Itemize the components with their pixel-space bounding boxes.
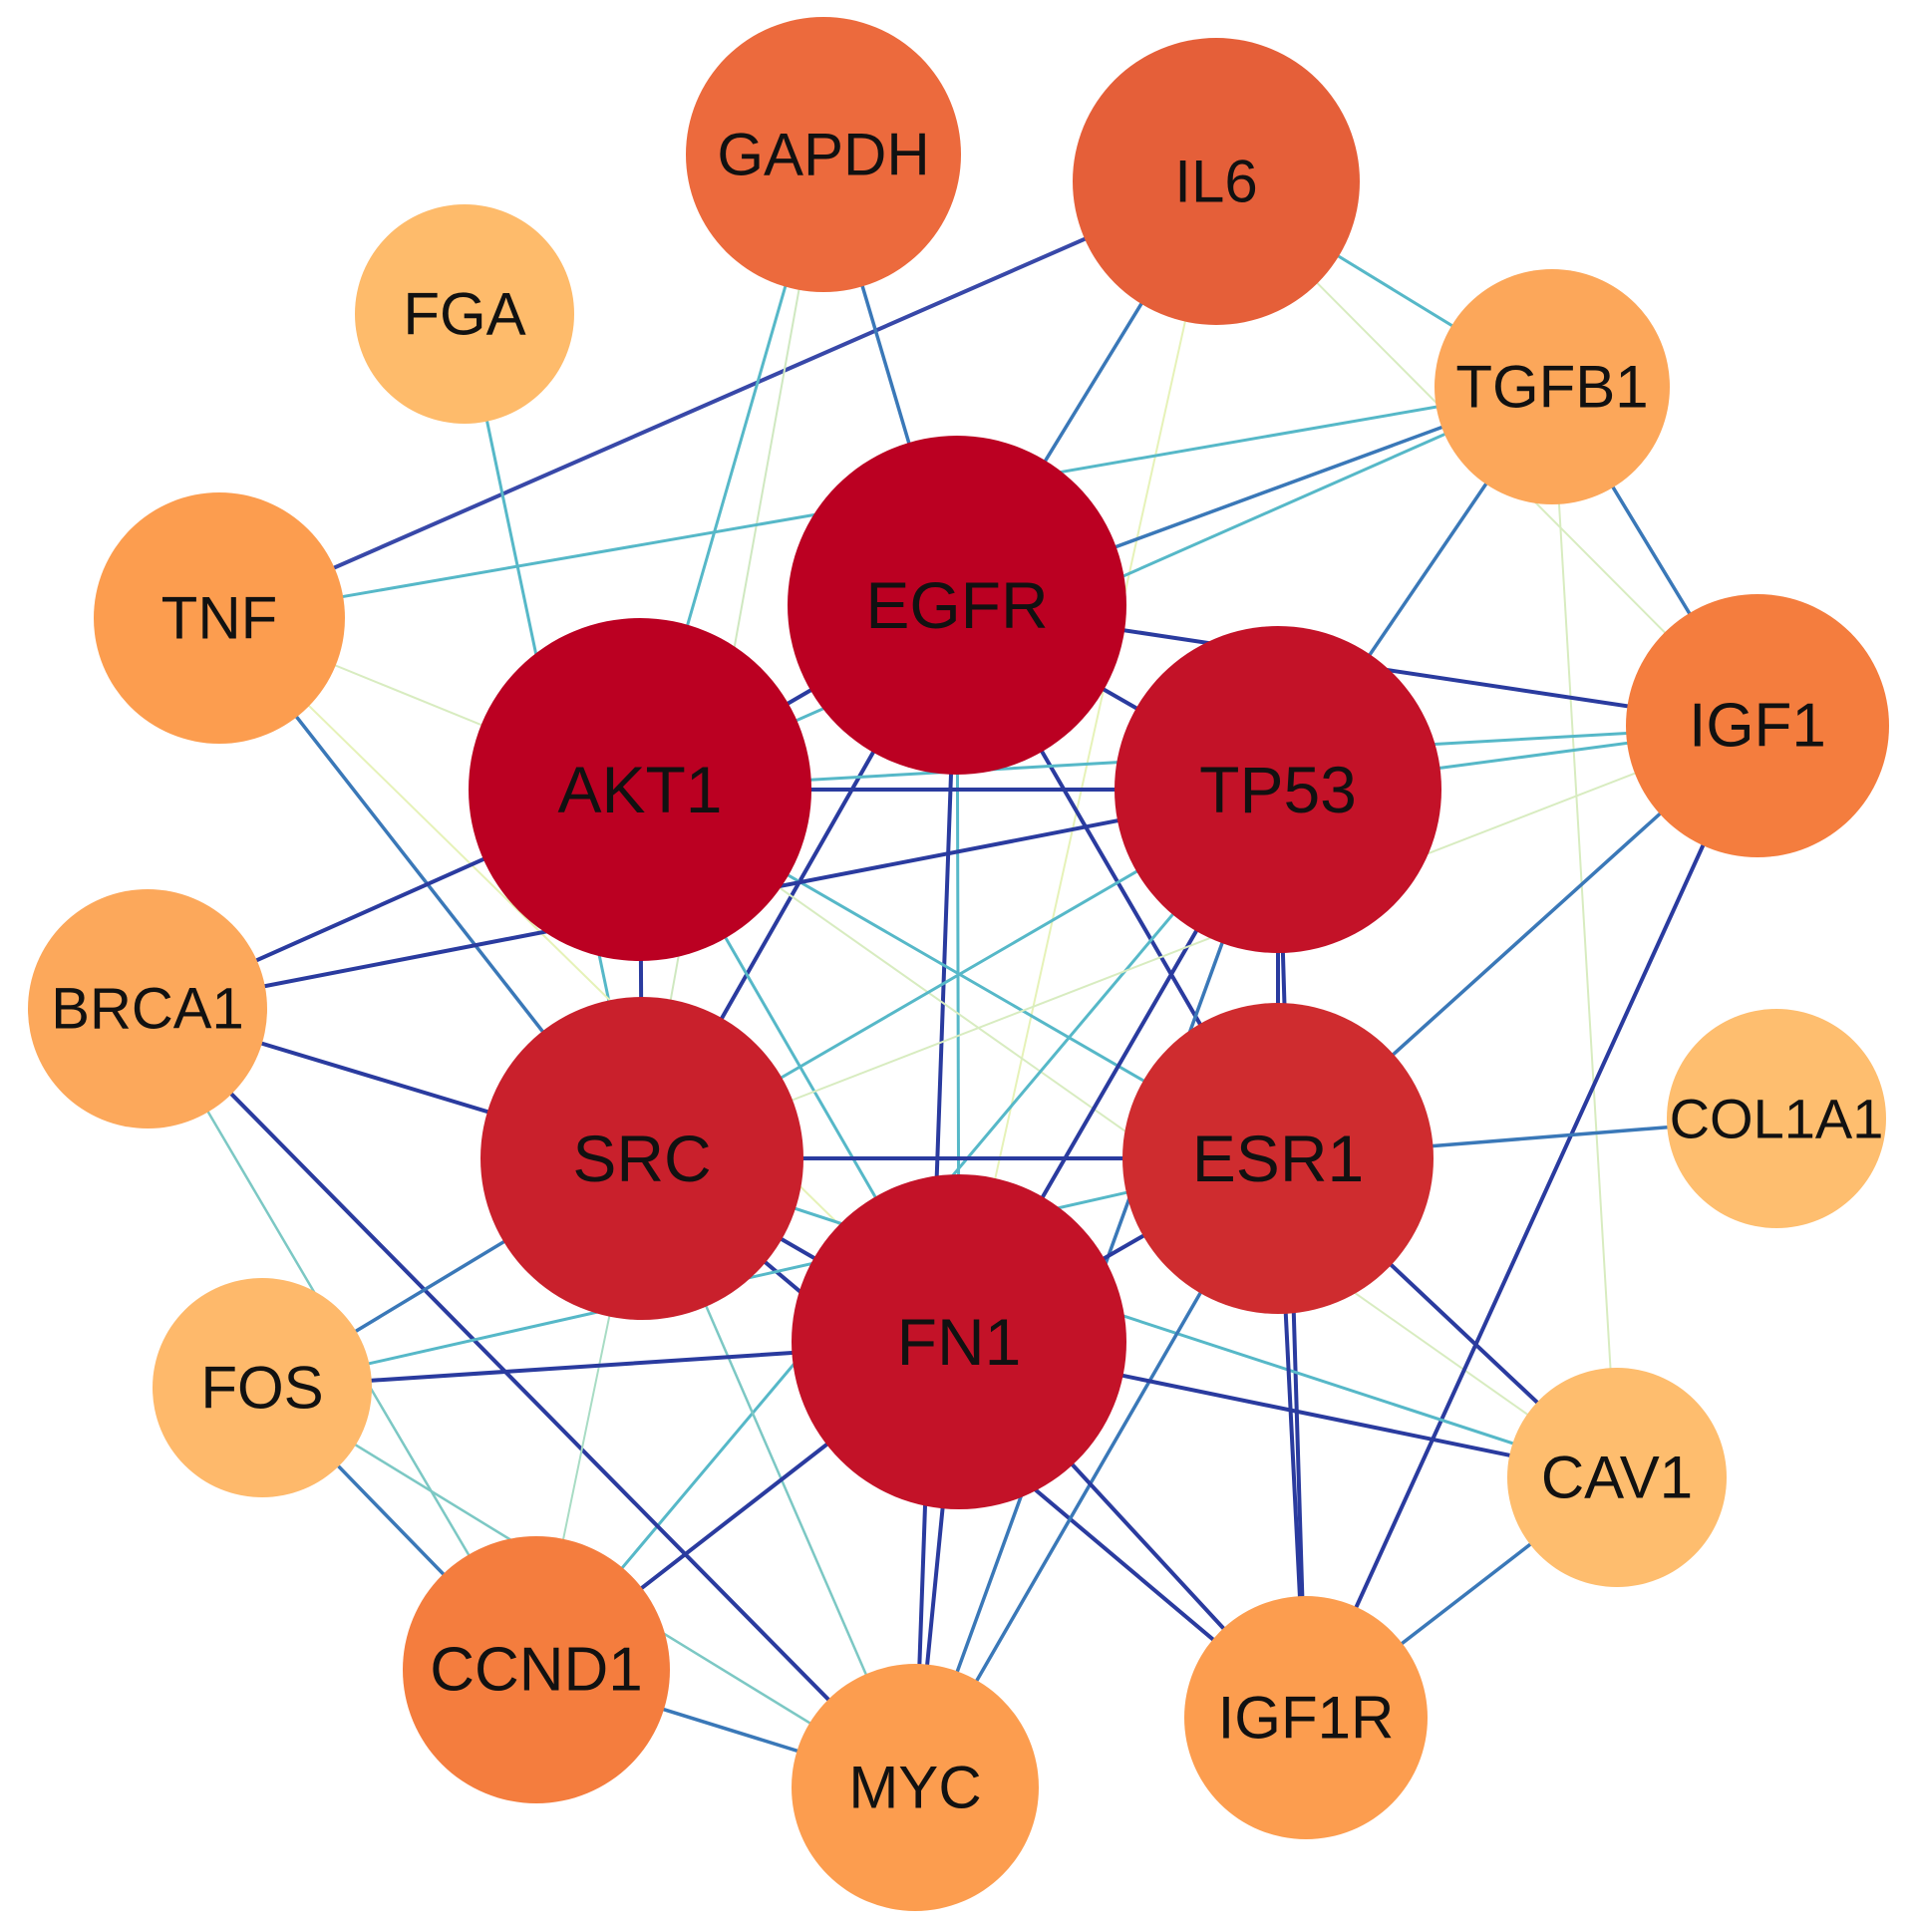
node-circle xyxy=(1184,1596,1428,1839)
node-label: TNF xyxy=(161,585,278,652)
node-ccnd1[interactable]: CCND1 xyxy=(403,1536,670,1803)
edge-igf1-src xyxy=(641,725,1758,1159)
node-label: FGA xyxy=(403,281,525,348)
node-akt1[interactable]: AKT1 xyxy=(469,618,811,961)
node-src[interactable]: SRC xyxy=(480,997,803,1320)
edge-il6-fn1 xyxy=(958,180,1217,1343)
node-label: FOS xyxy=(200,1355,323,1422)
edge-igf1-igf1r xyxy=(1304,724,1759,1720)
node-tp53[interactable]: TP53 xyxy=(1115,626,1441,953)
edge-brca1-myc xyxy=(146,1007,917,1789)
node-myc[interactable]: MYC xyxy=(792,1664,1039,1911)
node-label: GAPDH xyxy=(717,122,929,188)
node-label: SRC xyxy=(572,1122,711,1195)
node-label: CCND1 xyxy=(430,1636,643,1705)
node-circle xyxy=(469,618,811,961)
node-circle xyxy=(403,1536,670,1803)
edge-src-cav1 xyxy=(640,1156,1619,1479)
node-igf1r[interactable]: IGF1R xyxy=(1184,1596,1428,1839)
node-esr1[interactable]: ESR1 xyxy=(1122,1003,1434,1314)
node-circle xyxy=(153,1278,372,1497)
node-circle xyxy=(1115,626,1441,953)
node-label: EGFR xyxy=(865,568,1048,642)
node-col1a1[interactable]: COL1A1 xyxy=(1667,1009,1886,1228)
edge-esr1-fos xyxy=(260,1156,1280,1390)
node-label: FN1 xyxy=(897,1305,1022,1379)
edge-tgfb1-cav1 xyxy=(1551,386,1618,1478)
node-label: TP53 xyxy=(1199,753,1357,826)
node-label: ESR1 xyxy=(1192,1122,1364,1195)
node-label: MYC xyxy=(848,1755,981,1821)
node-circle xyxy=(686,17,961,292)
node-circle xyxy=(1507,1368,1727,1587)
node-label: COL1A1 xyxy=(1670,1088,1884,1150)
node-circle xyxy=(1435,269,1670,504)
node-circle xyxy=(355,204,574,424)
node-circle xyxy=(792,1174,1126,1509)
node-label: TGFB1 xyxy=(1455,354,1648,421)
node-circle xyxy=(1626,594,1889,857)
node-label: AKT1 xyxy=(557,753,722,826)
node-label: IGF1 xyxy=(1689,692,1826,761)
node-fn1[interactable]: FN1 xyxy=(792,1174,1126,1509)
edge-il6-tnf xyxy=(217,179,1218,620)
node-label: CAV1 xyxy=(1541,1445,1693,1511)
node-tgfb1[interactable]: TGFB1 xyxy=(1435,269,1670,504)
node-circle xyxy=(792,1664,1039,1911)
node-brca1[interactable]: BRCA1 xyxy=(28,889,267,1128)
node-label: BRCA1 xyxy=(51,977,243,1042)
node-gapdh[interactable]: GAPDH xyxy=(686,17,961,292)
node-cav1[interactable]: CAV1 xyxy=(1507,1368,1727,1587)
node-circle xyxy=(1122,1003,1434,1314)
node-label: IGF1R xyxy=(1218,1685,1395,1752)
node-circle xyxy=(1667,1009,1886,1228)
node-fga[interactable]: FGA xyxy=(355,204,574,424)
node-igf1[interactable]: IGF1 xyxy=(1626,594,1889,857)
node-label: IL6 xyxy=(1174,149,1257,215)
node-il6[interactable]: IL6 xyxy=(1073,38,1360,325)
node-egfr[interactable]: EGFR xyxy=(788,436,1126,775)
node-circle xyxy=(480,997,803,1320)
node-circle xyxy=(1073,38,1360,325)
node-circle xyxy=(28,889,267,1128)
node-fos[interactable]: FOS xyxy=(153,1278,372,1497)
node-tnf[interactable]: TNF xyxy=(94,492,345,744)
node-circle xyxy=(94,492,345,744)
node-circle xyxy=(788,436,1126,775)
